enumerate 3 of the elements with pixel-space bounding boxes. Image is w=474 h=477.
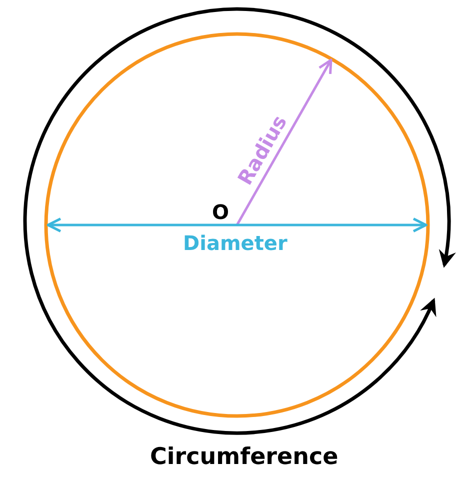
- title-label: Circumference: [150, 446, 338, 469]
- dimension-label: Diameter: [183, 233, 288, 253]
- point-label: O: [212, 202, 230, 222]
